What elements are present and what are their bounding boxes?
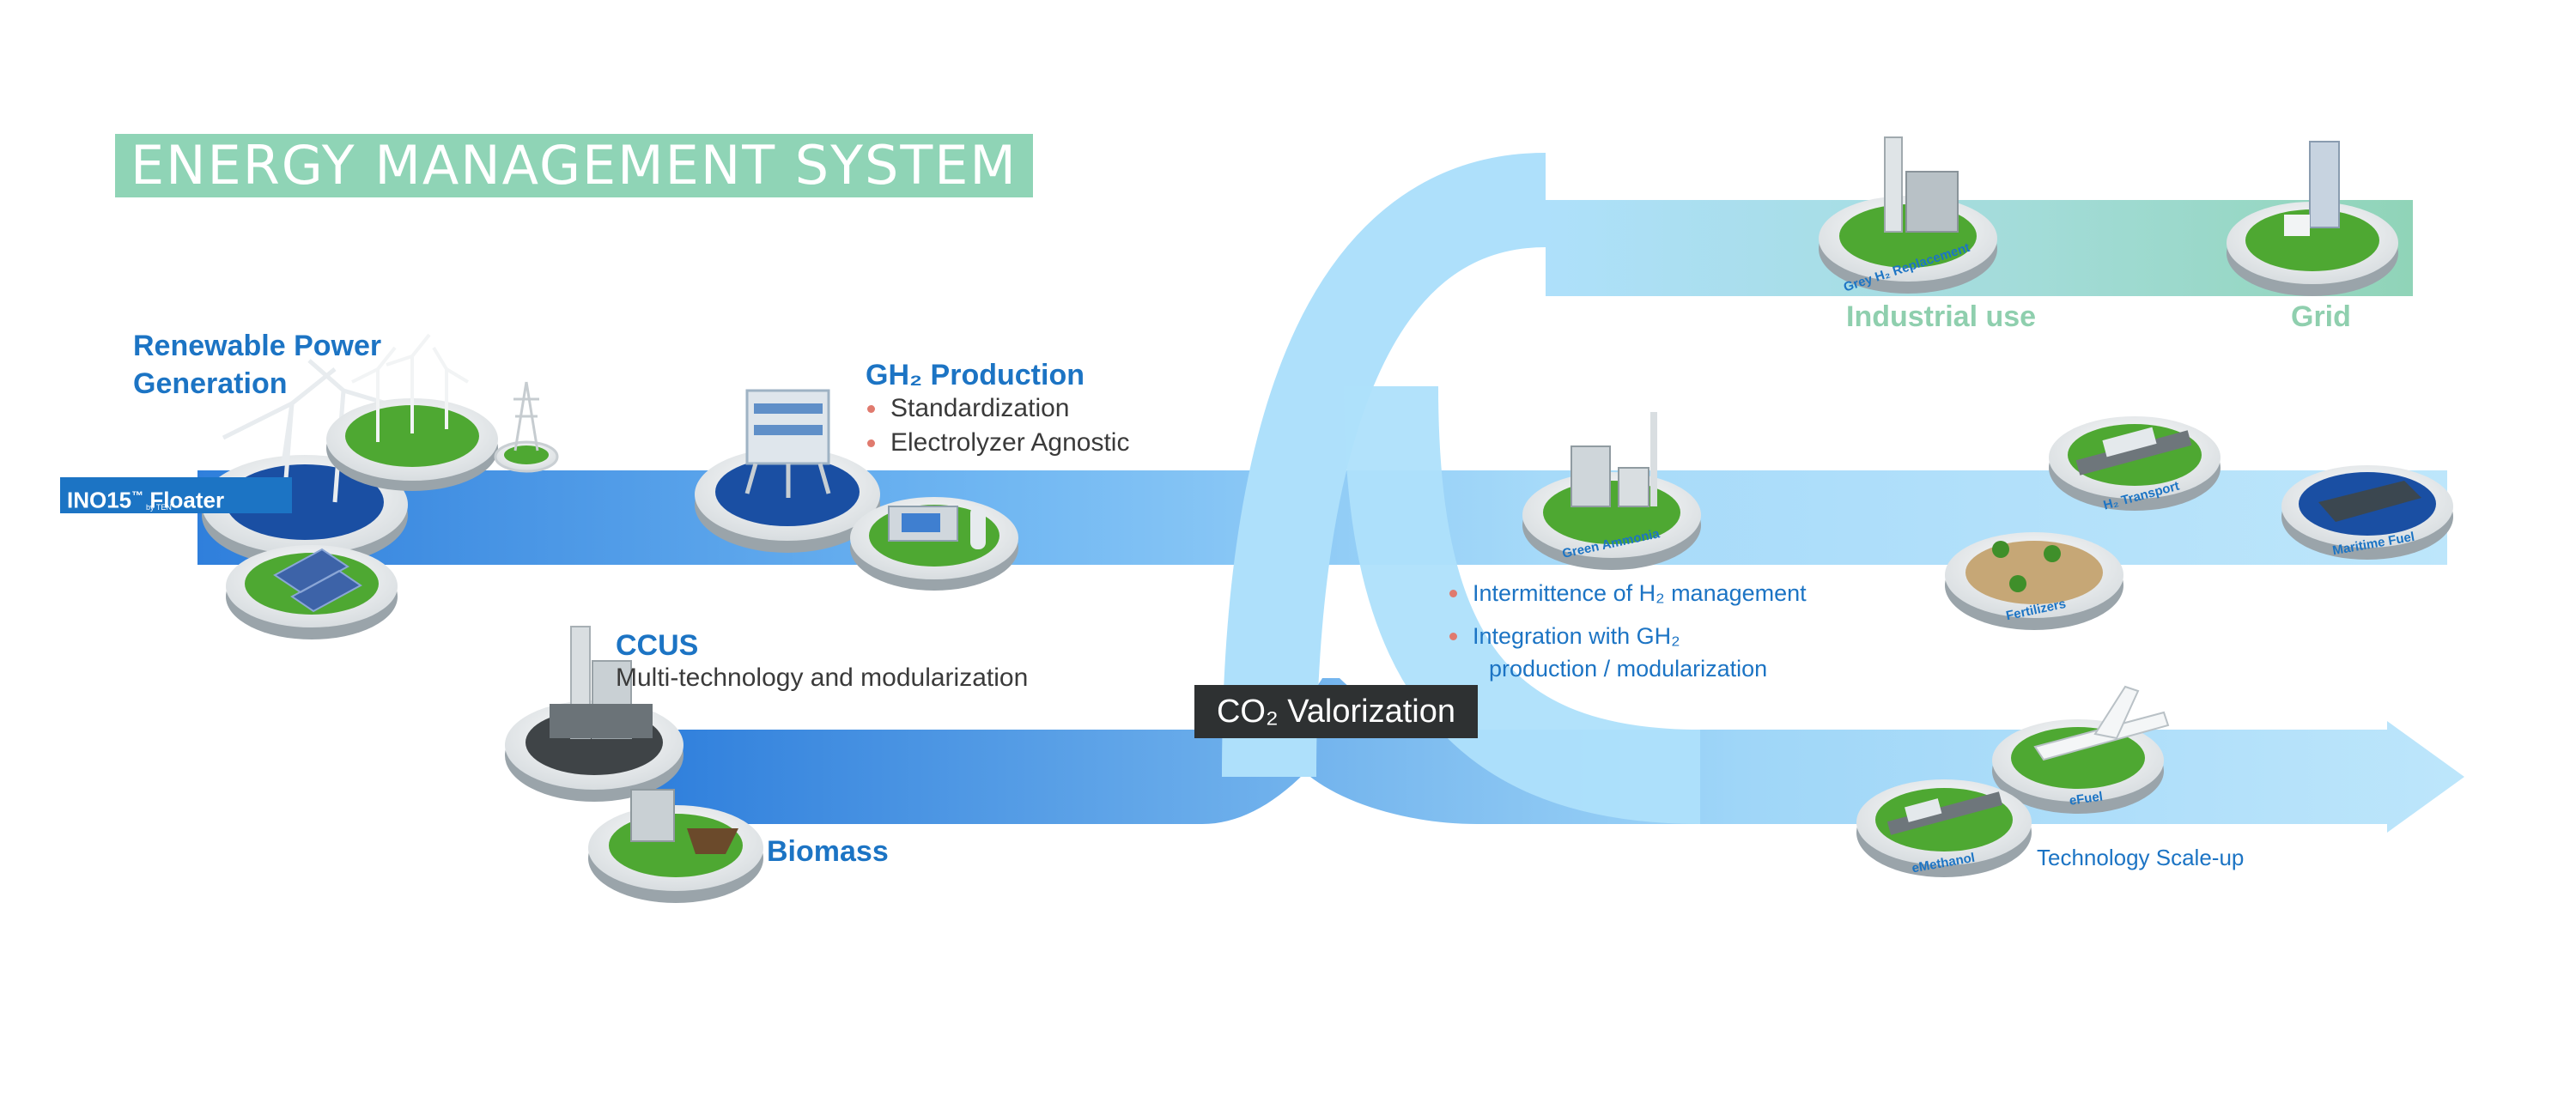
grey-h2-platform — [1819, 136, 1997, 294]
ccus-platform — [505, 626, 683, 802]
gh2-bullet-1: Standardization — [867, 391, 1129, 426]
bullet-dot — [867, 439, 875, 447]
lower-cross-curve — [1344, 385, 1701, 824]
gh2-bullets: Standardization Electrolyzer Agnostic — [867, 391, 1129, 460]
floater-tm: ™ — [131, 488, 144, 502]
emethanol-platform — [1856, 779, 2032, 877]
co2-valorization-label: CO₂ Valorization — [1194, 685, 1478, 738]
h2-bullet-1-text: Intermittence of H₂ management — [1473, 580, 1807, 606]
pylon-platform — [494, 381, 559, 473]
h2-bullet-2-cont: production / modularization — [1489, 656, 1768, 682]
bullet-dot — [867, 404, 875, 413]
upper-cross-curve — [1222, 153, 1547, 778]
bullet-dot — [1449, 589, 1457, 597]
technology-scaleup-label: Technology Scale-up — [2037, 845, 2245, 870]
industrial-use-label: Industrial use — [1846, 300, 2037, 333]
renewable-heading-line1: Renewable Power — [133, 330, 382, 362]
node-label-efuel: eFuel — [2069, 789, 2104, 808]
page-title: ENERGY MANAGEMENT SYSTEM — [115, 134, 1033, 197]
electrolyzer-platform — [695, 389, 880, 553]
efuel-platform — [1992, 685, 2170, 814]
maritime-platform — [2281, 465, 2453, 560]
grid-label: Grid — [2291, 300, 2351, 333]
floater-name: INO15 — [67, 487, 132, 513]
renewable-heading-line2: Generation — [133, 367, 288, 400]
floater-badge: INO15™ Floater by TEN — [60, 477, 292, 513]
fertilizers-platform — [1945, 532, 2123, 630]
biomass-label: Biomass — [767, 835, 889, 868]
solar-platform — [226, 545, 398, 639]
grid-platform — [2227, 141, 2398, 296]
biomass-platform — [588, 789, 763, 903]
floater-suffix: Floater — [149, 487, 225, 513]
h2-transport-platform — [2049, 416, 2221, 511]
h2-bullet-2: Integration with GH₂ — [1449, 620, 1807, 652]
wind-turbine-icon — [222, 359, 387, 512]
gh2-bullet-1-text: Standardization — [890, 394, 1070, 422]
gh2-heading: GH₂ Production — [866, 359, 1084, 391]
h2-bullet-2-text: Integration with GH₂ — [1473, 623, 1680, 649]
green-ammonia-platform — [1522, 412, 1701, 570]
gh2-bullet-2-text: Electrolyzer Agnostic — [890, 428, 1130, 457]
h2-management-notes: Intermittence of H₂ management Integrati… — [1449, 577, 1807, 685]
renewable-heading: Renewable Power Generation — [133, 327, 381, 403]
bullet-dot — [1449, 632, 1457, 640]
floater-sub: by TEN — [146, 503, 172, 512]
ccus-heading: CCUS — [616, 629, 699, 662]
storage-platform — [850, 497, 1018, 591]
ccus-subtitle: Multi-technology and modularization — [616, 664, 1029, 692]
turbine-group-icon — [351, 333, 470, 442]
gh2-bullet-2: Electrolyzer Agnostic — [867, 426, 1129, 460]
h2-bullet-1: Intermittence of H₂ management — [1449, 577, 1807, 609]
